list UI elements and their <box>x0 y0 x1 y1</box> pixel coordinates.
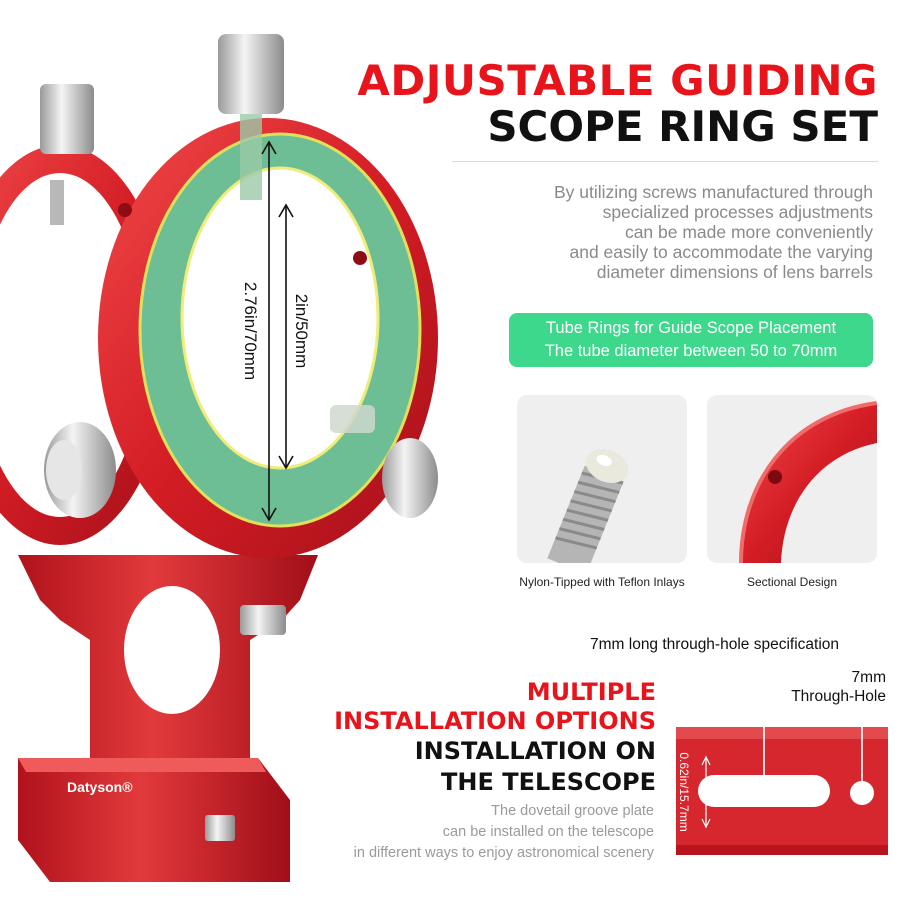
through-hole-spec: 7mm long through-hole specification <box>590 636 839 653</box>
description-line: By utilizing screws manufactured through <box>553 182 873 202</box>
installation-heading-line: MULTIPLE <box>526 678 656 706</box>
side-screw-right <box>330 405 438 518</box>
nylon-screw-image <box>547 449 629 563</box>
ring-base <box>18 555 318 760</box>
top-screw <box>218 34 284 200</box>
description-line: and easily to accommodate the varying <box>569 242 874 262</box>
side-screw-left <box>44 422 116 518</box>
badge-line: The tube diameter between 50 to 70mm <box>544 342 838 360</box>
installation-heading-line: INSTALLATION OPTIONS <box>334 707 656 735</box>
description: By utilizing screws manufactured through… <box>470 182 873 282</box>
through-hole-label-line: Through-Hole <box>791 688 886 705</box>
feature-caption-sectional: Sectional Design <box>746 575 838 589</box>
feature-card-nylon-tip <box>517 395 687 563</box>
description-line: can be made more conveniently <box>624 222 873 242</box>
dimension-arrows <box>261 140 294 522</box>
outer-diameter-label: 2.76in/70mm <box>241 282 260 380</box>
through-hole-label-line: 7mm <box>851 669 886 686</box>
headline-line1: ADJUSTABLE GUIDING <box>357 56 878 105</box>
divider <box>452 161 878 162</box>
tube-ring-badge: Tube Rings for Guide Scope Placement The… <box>509 313 873 367</box>
installation-description-line: in different ways to enjoy astronomical … <box>353 845 654 861</box>
installation-heading-line: THE TELESCOPE <box>441 768 656 796</box>
through-hole-label: 7mm Through-Hole <box>770 668 886 706</box>
installation-heading-line: INSTALLATION ON <box>414 737 656 765</box>
sectional-ring-image <box>739 401 877 563</box>
installation-description: The dovetail groove plate can be install… <box>300 801 654 864</box>
description-line: specialized processes adjustments <box>602 202 873 222</box>
installation-description-line: can be installed on the telescope <box>442 824 654 840</box>
dovetail-plate-closeup: 0.62in/15.7mm <box>676 705 888 855</box>
through-hole-width-label: 0.62in/15.7mm <box>677 752 691 831</box>
inner-diameter-label: 2in/50mm <box>292 294 311 369</box>
product-image: 2.76in/70mm 2in/50mm <box>0 34 438 882</box>
feature-card-sectional <box>707 395 877 563</box>
dovetail-plate <box>18 758 290 882</box>
installation-description-line: The dovetail groove plate <box>491 803 654 819</box>
badge-line: Tube Rings for Guide Scope Placement <box>545 319 837 337</box>
headline-line2: SCOPE RING SET <box>487 102 878 151</box>
brand-logo: Datyson® <box>67 779 133 795</box>
description-line: diameter dimensions of lens barrels <box>596 262 873 282</box>
feature-caption-nylon: Nylon-Tipped with Teflon Inlays <box>519 575 685 589</box>
installation-heading-black: INSTALLATION ON THE TELESCOPE <box>300 736 656 798</box>
installation-heading-red: MULTIPLE INSTALLATION OPTIONS <box>300 678 656 736</box>
